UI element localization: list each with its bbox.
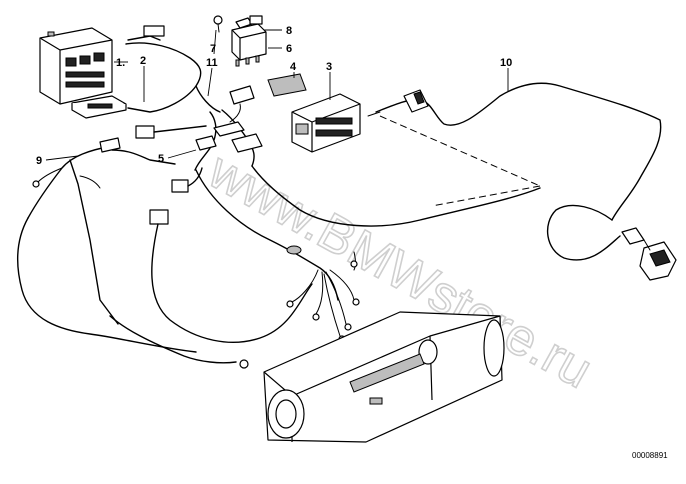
harness-wire-11	[195, 85, 221, 113]
callout-2: 2	[140, 55, 146, 67]
fanout-wire-b	[315, 271, 324, 315]
fanout-terminal-d[interactable]	[352, 298, 360, 306]
fanout-wire-c	[325, 271, 347, 325]
callout-8: 8	[286, 25, 292, 37]
ground-ring-right[interactable]	[350, 260, 358, 268]
plug-part-2[interactable]	[143, 25, 165, 37]
ground-ring-9[interactable]	[239, 359, 249, 369]
callout-10: 10	[500, 57, 512, 69]
dashed-line-10a	[379, 115, 541, 187]
heater-unit[interactable]	[263, 311, 505, 443]
plug-left-b[interactable]	[171, 179, 189, 193]
main-harness-upper	[251, 165, 541, 227]
plug-left-c[interactable]	[149, 209, 169, 225]
fanout-wire-e	[323, 273, 341, 337]
fanout-terminal-a[interactable]	[286, 300, 294, 308]
plug-left-a[interactable]	[135, 125, 155, 139]
callout-11: 11	[206, 57, 218, 69]
callout-7: 7	[210, 43, 216, 55]
switch-part-10[interactable]	[546, 204, 677, 281]
cable-part-10[interactable]	[367, 82, 662, 221]
callout-4: 4	[290, 61, 297, 73]
bracket-part-8[interactable]	[235, 15, 263, 29]
harness-part-9[interactable]	[27, 137, 176, 325]
wiring-harness-part-5[interactable]	[194, 85, 263, 171]
screw-part-7[interactable]	[213, 15, 223, 33]
pad-part-4[interactable]	[267, 73, 307, 97]
wire-9-ground	[109, 315, 237, 364]
callout-5: 5	[158, 153, 164, 165]
grommet[interactable]	[286, 245, 302, 255]
reference-number: 00008891	[632, 451, 668, 460]
fanout-wire-d	[329, 269, 355, 301]
wire-9-left-loop	[17, 217, 197, 353]
wire-plug-left-a	[153, 125, 207, 133]
control-box-part-3[interactable]	[291, 93, 361, 153]
callout-9: 9	[36, 155, 42, 167]
relay-part-6[interactable]	[231, 23, 267, 67]
callout-6: 6	[286, 43, 292, 55]
main-harness-lower	[195, 169, 339, 301]
control-unit-part-1[interactable]	[39, 27, 113, 105]
harness-lower-left	[151, 223, 313, 344]
connector-part-2[interactable]	[71, 95, 127, 119]
callout-1: 1.	[116, 57, 125, 69]
harness-wire-2	[125, 42, 202, 113]
fanout-wire-a	[291, 269, 319, 303]
fanout-terminal-b[interactable]	[312, 313, 320, 321]
dashed-line-10b	[431, 185, 541, 207]
wire-plug-left-b	[187, 167, 203, 187]
callout-3: 3	[326, 61, 332, 73]
fanout-terminal-c[interactable]	[344, 323, 352, 331]
